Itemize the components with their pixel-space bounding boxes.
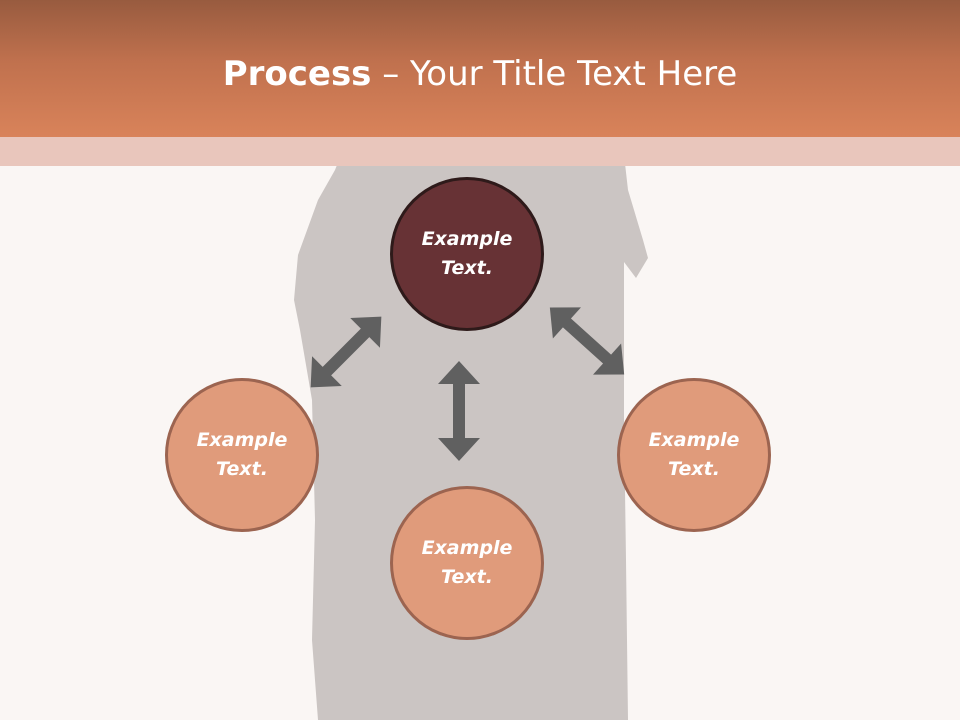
process-node-bottom[interactable]: Example Text. xyxy=(390,486,544,640)
process-node-right[interactable]: Example Text. xyxy=(617,378,771,532)
process-node-left[interactable]: Example Text. xyxy=(165,378,319,532)
header-accent-stripe xyxy=(0,137,960,166)
page-title: Process – Your Title Text Here xyxy=(0,52,960,96)
title-rest: – Your Title Text Here xyxy=(371,54,738,94)
process-node-top-label: Example Text. xyxy=(421,228,513,279)
process-node-bottom-label: Example Text. xyxy=(421,537,513,588)
double-arrow-icon-left xyxy=(310,316,382,388)
title-bold: Process xyxy=(222,54,372,94)
double-arrow-icon-right xyxy=(549,307,625,375)
double-arrow-icon-vertical xyxy=(438,361,480,461)
process-node-left-label: Example Text. xyxy=(196,429,288,480)
process-node-right-label: Example Text. xyxy=(648,429,740,480)
process-node-top[interactable]: Example Text. xyxy=(390,177,544,331)
title-bar xyxy=(0,0,960,137)
